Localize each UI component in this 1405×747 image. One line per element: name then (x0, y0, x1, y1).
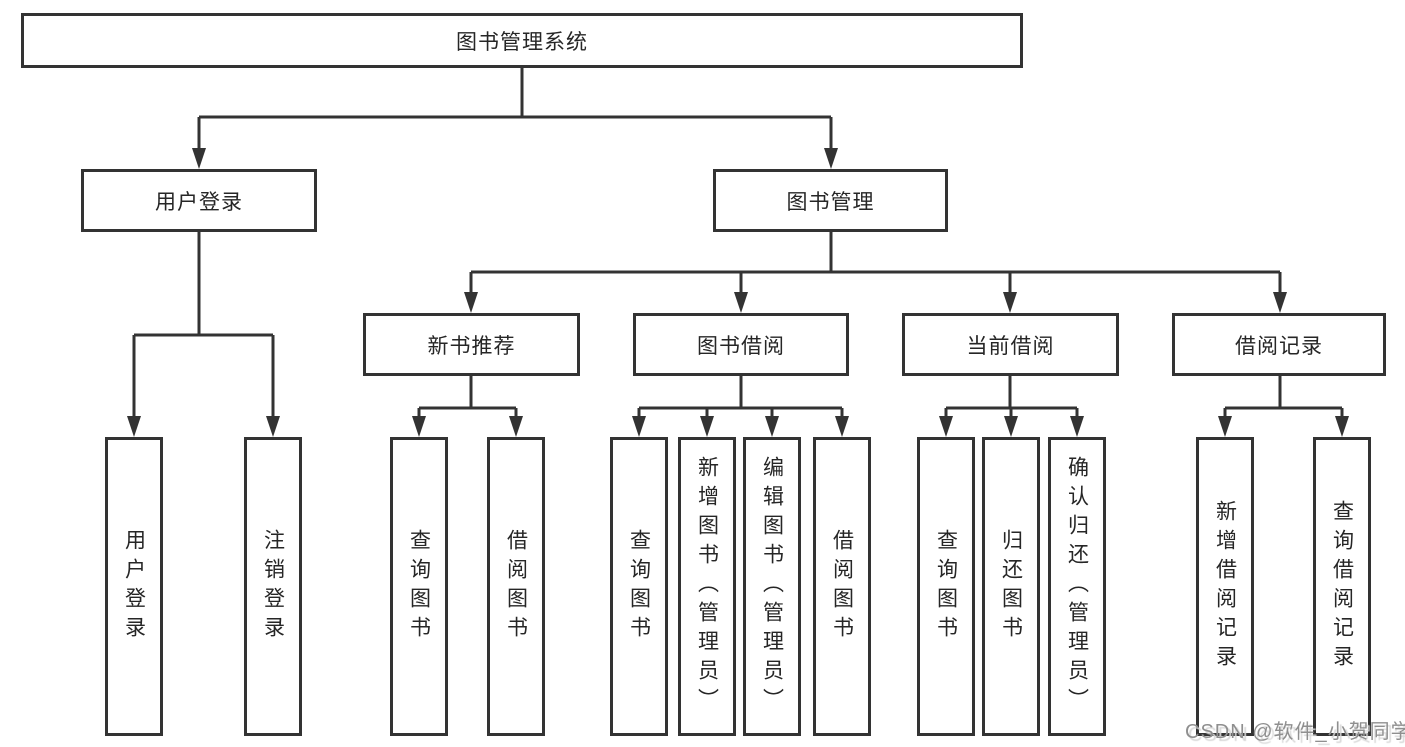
level3-arrowheads (464, 292, 1287, 313)
new-books-arrowheads (412, 416, 523, 437)
node-new-book-recommend: 新书推荐 (363, 313, 580, 376)
current-borrowing-arrowheads (939, 416, 1084, 437)
csdn-watermark: CSDN @软件_小贺同学 (1185, 721, 1405, 743)
leaf-label: 确认归还（管理员） (1065, 456, 1089, 717)
leaf-label: 编辑图书（管理员） (760, 456, 784, 717)
new-books-branch-connector (417, 376, 518, 416)
leaf-edit-books-admin: 编辑图书（管理员） (743, 437, 801, 736)
leaf-label: 新增借阅记录 (1213, 499, 1237, 674)
leaf-label: 借阅图书 (830, 528, 854, 645)
leaf-return-books: 归还图书 (982, 437, 1040, 736)
leaf-query-books-newbooks: 查询图书 (390, 437, 448, 736)
leaf-borrow-books-newbooks: 借阅图书 (487, 437, 545, 736)
leaf-label: 注销登录 (261, 528, 285, 645)
leaf-logout: 注销登录 (244, 437, 302, 736)
book-borrowing-branch-connector (637, 376, 844, 416)
leaf-add-borrow-record: 新增借阅记录 (1196, 437, 1254, 736)
leaf-query-books-current: 查询图书 (917, 437, 975, 736)
user-login-branch-connector (132, 232, 275, 416)
leaf-label: 借阅图书 (504, 528, 528, 645)
book-mgmt-to-level3-connector (469, 232, 1282, 292)
node-borrowing-records: 借阅记录 (1172, 313, 1386, 376)
leaf-label: 新增图书（管理员） (695, 456, 719, 717)
leaf-query-borrow-record: 查询借阅记录 (1313, 437, 1371, 736)
node-current-borrowing: 当前借阅 (902, 313, 1119, 376)
node-book-borrowing: 图书借阅 (633, 313, 849, 376)
user-login-arrowheads (127, 416, 280, 437)
level2-arrowheads (192, 148, 838, 169)
leaf-label: 查询借阅记录 (1330, 499, 1354, 674)
leaf-add-books-admin: 新增图书（管理员） (678, 437, 736, 736)
leaf-confirm-return-admin: 确认归还（管理员） (1048, 437, 1106, 736)
leaf-borrow-books-borrowing: 借阅图书 (813, 437, 871, 736)
node-user-login: 用户登录 (81, 169, 317, 232)
node-book-management: 图书管理 (713, 169, 948, 232)
leaf-user-login: 用户登录 (105, 437, 163, 736)
root-to-level2-connector (197, 68, 833, 148)
leaf-label: 用户登录 (122, 528, 146, 645)
leaf-label: 查询图书 (934, 528, 958, 645)
borrowing-records-arrowheads (1218, 416, 1349, 437)
leaf-label: 查询图书 (627, 528, 651, 645)
leaf-query-books-borrowing: 查询图书 (610, 437, 668, 736)
leaf-label: 归还图书 (999, 528, 1023, 645)
node-root-library-system: 图书管理系统 (21, 13, 1023, 68)
leaf-label: 查询图书 (407, 528, 431, 645)
book-borrowing-arrowheads (632, 416, 849, 437)
borrowing-records-branch-connector (1223, 376, 1344, 416)
current-borrowing-branch-connector (944, 376, 1079, 416)
